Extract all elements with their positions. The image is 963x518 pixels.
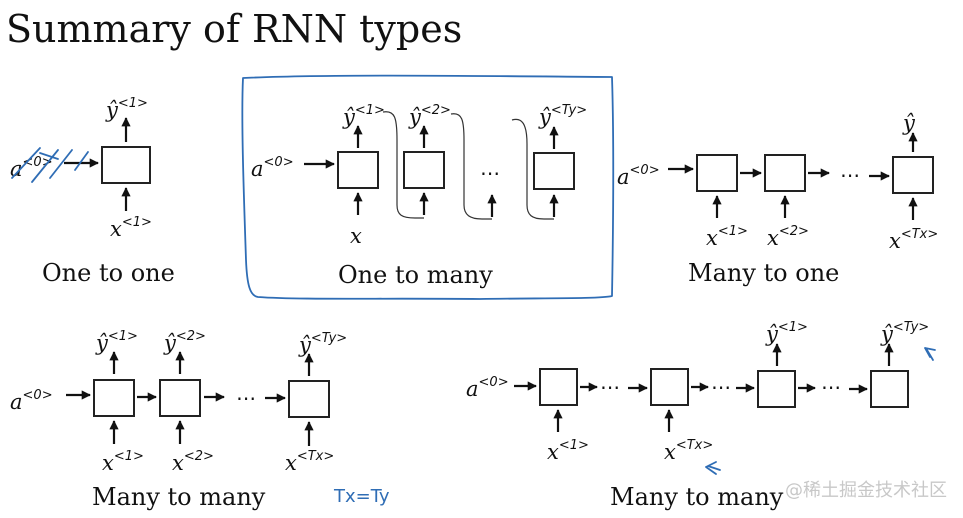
a0-label: a<0> [10,388,53,414]
ellipsis: ⋯ [236,386,256,410]
a0-label: a<0> [617,163,660,189]
panel-caption: Many to many [92,483,266,511]
x-label: x<2> [172,449,214,475]
rnn-cell [533,152,575,190]
panel-many-to-one: a<0> ⋯ ŷ x<1> x<2> x<Tx> Many to one [617,111,938,287]
panel-many-to-many-equal: a<0> ⋯ ŷ<1> ŷ<2> ŷ<Ty> x<1> x<2> x<Tx> M… [10,329,390,511]
feedback-curve [511,118,554,220]
rnn-cell [288,380,330,418]
rnn-cell [403,151,445,189]
panel-one-to-one: a<0> ŷ<1> x<1> One to one [10,96,175,287]
rnn-cell [870,370,909,408]
feedback-curve [382,111,424,219]
x-label: x<1> [706,224,748,250]
rnn-cell [159,379,201,417]
panel-caption: Many to one [688,259,839,287]
annotation-tx-equals-ty: Tx=Ty [333,486,390,507]
highlight-frame [241,74,615,300]
x-label: x<Tx> [285,449,334,475]
rnn-cell [696,154,738,192]
rnn-cell [539,368,578,406]
rnn-cell [650,368,689,406]
y-hat-label: ŷ<2> [163,329,206,355]
y-hat-label: ŷ<1> [105,96,148,122]
y-hat-label: ŷ<2> [408,103,451,129]
rnn-cell [101,146,151,184]
x-label: x<Tx> [889,227,938,253]
a0-label: a<0> [466,375,509,401]
rnn-cell [764,154,806,192]
y-hat-label: ŷ<1> [95,329,138,355]
panel-caption: Many to many [610,483,784,511]
ellipsis: ⋯ [711,375,731,399]
x-label: x [350,224,362,248]
rnn-cell [892,156,934,194]
x-label: x<1> [547,438,589,464]
rnn-cell [93,379,135,417]
crossout-scribble [11,147,89,183]
y-hat-label: ŷ<1> [342,103,385,129]
panel-caption: One to many [338,261,493,289]
y-hat-label: ŷ<Ty> [298,331,347,357]
panel-caption: One to one [42,259,175,287]
x-label: x<2> [767,224,809,250]
x-label: x<1> [110,215,152,241]
watermark: @稀土掘金技术社区 [785,480,947,501]
page-title: Summary of RNN types [6,7,462,51]
ellipsis: ⋯ [840,163,860,187]
x-label: x<1> [102,449,144,475]
feedback-curve [450,113,492,220]
rnn-cell [757,370,796,408]
ellipsis: ⋯ [821,375,841,399]
y-hat-label: ŷ<Ty> [880,320,929,346]
ellipsis: ⋯ [600,375,620,399]
a0-label: a<0> [10,155,53,181]
y-hat-label: ŷ [902,111,916,135]
rnn-cell [337,151,379,189]
y-hat-label: ŷ<Ty> [538,103,587,129]
ellipsis: ⋯ [480,161,500,185]
y-hat-label: ŷ<1> [765,320,808,346]
panel-many-to-many-encoder-decoder: a<0> ⋯ ⋯ ⋯ x<1> x<Tx> ŷ<1> ŷ<Ty> Many to… [466,320,936,511]
panel-one-to-many: a<0> ŷ<1> x ŷ<2> ⋯ ŷ<Ty> One to many [241,74,615,300]
x-label: x<Tx> [664,438,713,464]
ink-check-mark [705,347,936,475]
a0-label: a<0> [251,155,294,181]
